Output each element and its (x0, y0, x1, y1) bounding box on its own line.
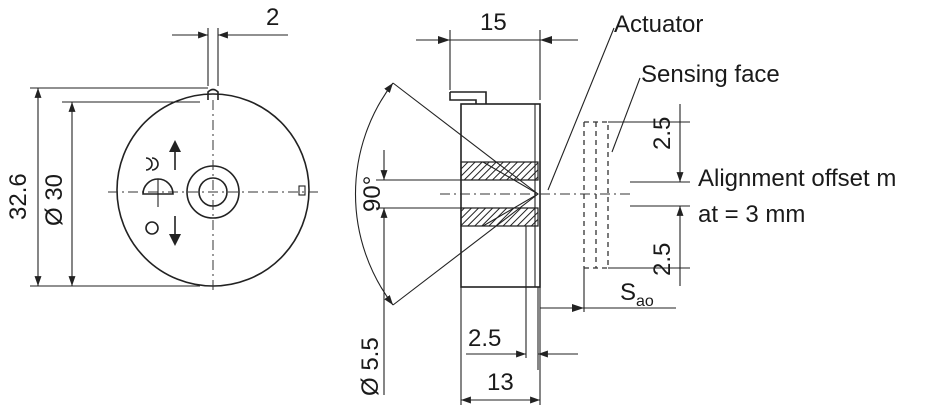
label-sensing-face: Sensing face (641, 61, 780, 88)
dim-body-diameter: Ø 30 (41, 174, 68, 226)
side-top-tab (449, 91, 487, 104)
dim-offset-top: 2.5 (649, 117, 676, 150)
side-view: 15 90° Ø 5.5 2.5 13 Sao (354, 9, 896, 405)
leader-actuator (547, 27, 615, 191)
dim-tab-width: 2 (266, 4, 279, 31)
angle-arc (354, 82, 394, 306)
top-tab (207, 88, 219, 100)
label-sao: Sao (620, 279, 654, 310)
dim-bore: Ø 5.5 (357, 337, 384, 396)
dim-recess: 2.5 (468, 325, 501, 352)
angle-leg-bottom (392, 193, 539, 306)
arrow-up-icon (169, 140, 181, 170)
side-notch (298, 185, 306, 196)
leader-sensing-face (611, 77, 641, 153)
label-actuator: Actuator (614, 11, 703, 38)
magnet-symbol-icon (145, 157, 159, 171)
arrow-down-icon (169, 216, 181, 246)
label-alignment-line1: Alignment offset m (698, 165, 896, 192)
dim-overall-length: 15 (480, 9, 507, 36)
dim-overall-diameter: 32.6 (5, 173, 32, 220)
dim-body-length: 13 (487, 369, 514, 396)
label-alignment-line2: at = 3 mm (698, 201, 805, 228)
lock-symbol-icon (142, 178, 174, 235)
dim-angle: 90° (359, 176, 386, 212)
side-body-outline (460, 103, 541, 288)
actuator-hidden-outline (583, 121, 609, 269)
angle-leg-top (392, 82, 539, 195)
dim-offset-bottom: 2.5 (649, 243, 676, 276)
front-view: 2 32.6 Ø 30 (5, 4, 320, 290)
